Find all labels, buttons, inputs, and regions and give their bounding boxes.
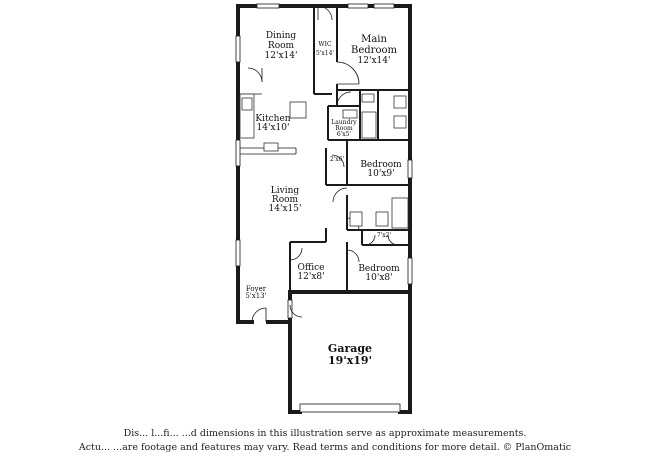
svg-text:Bedroom: Bedroom xyxy=(351,45,397,56)
svg-text:Foyer: Foyer xyxy=(246,285,267,293)
office-size: 12'x8' xyxy=(297,272,324,282)
svg-text:12'x8': 12'x8' xyxy=(297,272,324,282)
fixtures xyxy=(239,93,409,229)
kitchen-label: Kitchen xyxy=(255,114,290,124)
exterior-walls xyxy=(236,4,412,414)
living-size: 14'x15' xyxy=(269,204,302,214)
svg-text:6'x5': 6'x5' xyxy=(337,131,352,138)
disclaimer: Dis... l...fi... ...d dimensions in this… xyxy=(0,427,650,455)
bedroom-3-size: 10'x8' xyxy=(365,273,392,283)
svg-text:14'x10': 14'x10' xyxy=(257,123,290,133)
main-bedroom-size: 12'x14' xyxy=(358,56,391,66)
interior-walls xyxy=(289,6,410,293)
svg-text:Room: Room xyxy=(268,41,295,51)
svg-text:10'x9': 10'x9' xyxy=(367,169,394,179)
bedroom-2-label: Bedroom xyxy=(360,160,402,170)
svg-text:Living: Living xyxy=(271,186,300,196)
bedroom-2-size: 10'x9' xyxy=(367,169,394,179)
svg-text:Laundry: Laundry xyxy=(331,119,357,126)
wic-label: WIC xyxy=(318,41,332,48)
foyer-size: 5'x13' xyxy=(245,292,266,300)
dining-size: 12'x14' xyxy=(265,51,298,61)
svg-text:Dining: Dining xyxy=(266,31,297,41)
svg-text:7'x2': 7'x2' xyxy=(377,232,392,239)
office-label: Office xyxy=(297,263,324,273)
laundry-label-2: Room xyxy=(335,125,353,132)
svg-text:Room: Room xyxy=(335,125,353,132)
closet-b-size: 7'x2' xyxy=(377,232,392,239)
svg-text:Kitchen: Kitchen xyxy=(255,114,290,124)
dining-label-2: Room xyxy=(268,41,295,51)
garage-size: 19'x19' xyxy=(328,354,372,367)
foyer-label: Foyer xyxy=(246,285,267,293)
svg-text:12'x14': 12'x14' xyxy=(265,51,298,61)
garage-door xyxy=(299,403,401,413)
svg-text:2'x6': 2'x6' xyxy=(330,156,345,163)
disclaimer-line-1: Dis... l...fi... ...d dimensions in this… xyxy=(123,428,527,439)
svg-text:Bedroom: Bedroom xyxy=(358,264,400,274)
disclaimer-line-2: Actu... ...are footage and features may … xyxy=(78,442,572,453)
svg-text:Main: Main xyxy=(361,34,387,45)
svg-text:12'x14': 12'x14' xyxy=(358,56,391,66)
svg-text:Office: Office xyxy=(297,263,324,273)
wic-size: 5'x14' xyxy=(316,50,334,57)
svg-text:WIC: WIC xyxy=(318,41,332,48)
svg-text:Bedroom: Bedroom xyxy=(360,160,402,170)
svg-text:Room: Room xyxy=(272,195,299,205)
main-bedroom-label-1: Main xyxy=(361,34,387,45)
dining-label-1: Dining xyxy=(266,31,297,41)
laundry-size: 6'x5' xyxy=(337,131,352,138)
living-label-2: Room xyxy=(272,195,299,205)
laundry-label-1: Laundry xyxy=(331,119,357,126)
kitchen-size: 14'x10' xyxy=(257,123,290,133)
svg-text:10'x8': 10'x8' xyxy=(365,273,392,283)
svg-text:Garage: Garage xyxy=(328,342,372,355)
windows xyxy=(235,3,413,319)
main-bedroom-label-2: Bedroom xyxy=(351,45,397,56)
svg-text:5'x13': 5'x13' xyxy=(245,292,266,300)
closet-a-size: 2'x6' xyxy=(330,156,345,163)
living-label-1: Living xyxy=(271,186,300,196)
bedroom-3-label: Bedroom xyxy=(358,264,400,274)
garage-label: Garage xyxy=(328,342,372,355)
svg-text:19'x19': 19'x19' xyxy=(328,354,372,367)
room-labels: Dining Room 12'x14' WIC 5'x14' Main Bedr… xyxy=(245,31,402,367)
svg-text:5'x14': 5'x14' xyxy=(316,50,334,57)
svg-text:14'x15': 14'x15' xyxy=(269,204,302,214)
